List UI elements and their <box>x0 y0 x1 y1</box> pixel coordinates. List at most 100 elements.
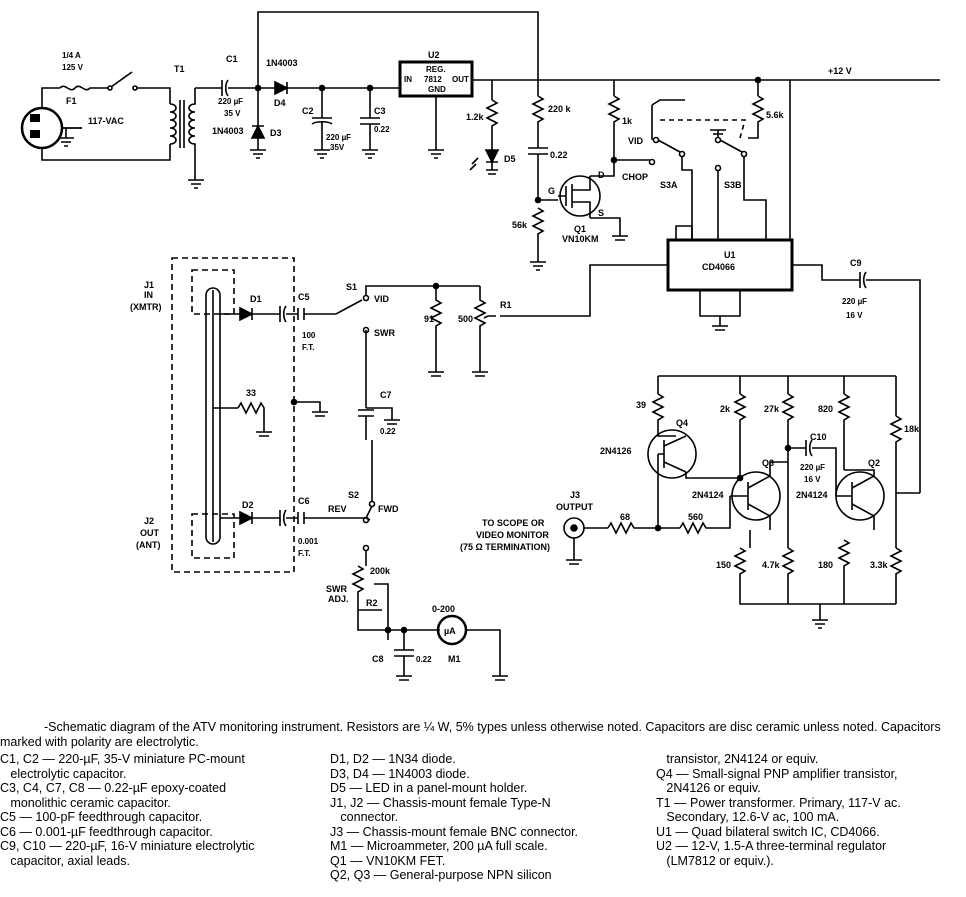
diode-d2 <box>239 510 254 526</box>
led-d5 <box>484 149 500 164</box>
c10-voltage: 16 V <box>804 475 821 484</box>
parts-list-line: Q4 — Small-signal PNP amplifier transist… <box>656 766 898 781</box>
parts-column-3: transistor, 2N4124 or equiv.Q4 — Small-s… <box>656 752 901 868</box>
c1-value: 220 µF <box>218 97 243 106</box>
parts-list-line: C3, C4, C7, C8 — 0.22-µF epoxy-coated <box>0 781 227 795</box>
u1-part: CD4066 <box>702 262 735 272</box>
labels: 1/4 A 125 V F1 117-VAC T1 C1 220 µF 35 V… <box>62 50 920 664</box>
r-1k2-label: 1.2k <box>466 112 485 122</box>
capacitor-c1 <box>221 79 258 97</box>
j2-out: OUT <box>140 528 160 538</box>
q2-part: 2N4124 <box>796 490 828 500</box>
fuse-rating2-label: 125 V <box>62 63 84 72</box>
r2-label: R2 <box>366 598 378 608</box>
c9-voltage: 16 V <box>846 311 863 320</box>
m1-label: M1 <box>448 654 461 664</box>
r-91-label: 91 <box>424 314 434 324</box>
d2-label: D2 <box>242 500 254 510</box>
resistor-39 <box>651 393 676 437</box>
video-amplifier <box>563 375 920 629</box>
resistor-56k <box>531 207 545 262</box>
meter-ua: µA <box>444 626 456 636</box>
parts-list-line: capacitor, axial leads. <box>0 853 130 868</box>
c8-label: C8 <box>372 654 384 664</box>
parts-list-line: (LM7812 or equiv.). <box>656 853 774 868</box>
d3-part: 1N4003 <box>212 126 244 136</box>
c1-label: C1 <box>226 54 238 64</box>
j1-xmtr: (XMTR) <box>130 302 162 312</box>
q3-part: 2N4124 <box>692 490 724 500</box>
parts-list-line: J3 — Chassis-mount female BNC connector. <box>330 824 579 839</box>
resistor-91 <box>429 286 443 372</box>
r-2k-label: 2k <box>720 404 731 414</box>
resistor-1k2 <box>485 99 499 140</box>
r-4k7-label: 4.7k <box>762 560 781 570</box>
capacitor-c7 <box>358 409 374 417</box>
parts-list-line: D5 — LED in a panel-mount holder. <box>330 781 528 795</box>
c7-value: 0.22 <box>380 427 396 436</box>
c2-label: C2 <box>302 106 314 116</box>
d5-label: D5 <box>504 154 516 164</box>
swr-adj2: ADJ. <box>328 594 349 604</box>
j1-in: IN <box>144 290 153 300</box>
r-150-label: 150 <box>716 560 731 570</box>
parts-list-line: C6 — 0.001-µF feedthrough capacitor. <box>0 824 213 839</box>
scope-line1: TO SCOPE OR <box>482 518 545 528</box>
diode-d1 <box>239 306 254 322</box>
resistor-150 <box>733 547 896 605</box>
q3-label: Q3 <box>762 458 774 468</box>
parts-list-line: electrolytic capacitor. <box>0 766 127 781</box>
swr-adj1: SWR <box>326 584 347 594</box>
q1-gate: G <box>548 186 555 196</box>
j2-label: J2 <box>144 516 154 526</box>
t1-label: T1 <box>174 64 185 74</box>
j2-ant: (ANT) <box>136 540 161 550</box>
c5-value: 100 <box>302 331 316 340</box>
parts-list-line: T1 — Power transformer. Primary, 117-V a… <box>656 795 901 810</box>
resistor-3k3 <box>889 547 903 604</box>
potentiometer-r1 <box>473 286 487 372</box>
parts-list-line: U1 — Quad bilateral switch IC, CD4066. <box>656 824 880 839</box>
c3-value: 0.22 <box>374 125 390 134</box>
resistor-220k <box>531 95 545 148</box>
caption-text: -Schematic diagram of the ATV monitoring… <box>0 720 941 749</box>
figure-caption: -Schematic diagram of the ATV monitoring… <box>0 720 966 749</box>
resistor-5k6 <box>748 95 765 139</box>
capacitor-c8 <box>394 649 414 681</box>
s3a-label: S3A <box>660 180 678 190</box>
parts-list-line: C9, C10 — 220-µF, 16-V miniature electro… <box>0 839 255 853</box>
c7-label: C7 <box>380 390 392 400</box>
r-1k-label: 1k <box>622 116 633 126</box>
c1-voltage: 35 V <box>224 109 241 118</box>
u2-part: 7812 <box>424 75 442 84</box>
c6-ft: F.T. <box>298 549 310 558</box>
parts-list-line: C5 — 100-pF feedthrough capacitor. <box>0 810 203 824</box>
j3-output: OUTPUT <box>556 502 594 512</box>
mains-label: 117-VAC <box>88 116 124 126</box>
parts-list-line: Q2, Q3 — General-purpose NPN silicon <box>330 868 552 882</box>
j3-label: J3 <box>570 490 580 500</box>
c2-value: 220 µF <box>326 133 351 142</box>
r-56k-label: 56k <box>512 220 528 230</box>
parts-column-1: C1, C2 — 220-µF, 35-V miniature PC-mount… <box>0 752 255 868</box>
switch-ic-u1 <box>500 80 921 493</box>
resistor-180 <box>837 539 851 604</box>
rf-sampler <box>171 257 508 681</box>
parts-list-line: D3, D4 — 1N4003 diode. <box>330 766 470 781</box>
fwd-label: FWD <box>378 504 399 514</box>
diode-d3 <box>250 124 266 139</box>
u1-label: U1 <box>724 250 736 260</box>
s1-label: S1 <box>346 282 357 292</box>
s2-label: S2 <box>348 490 359 500</box>
q4-part: 2N4126 <box>600 446 632 456</box>
q4-label: Q4 <box>676 418 688 428</box>
fuse <box>41 85 108 108</box>
r-220k-label: 220 k <box>548 104 572 114</box>
resistor-820 <box>837 393 851 470</box>
fuse-rating1-label: 1/4 A <box>62 51 81 60</box>
potentiometer-r2 <box>351 565 382 611</box>
parts-list-line: Secondary, 12.6-V ac, 100 mA. <box>656 810 840 824</box>
meter-range: 0-200 <box>432 604 455 614</box>
r-18k-label: 18k <box>904 424 920 434</box>
resistor-4k7 <box>781 547 795 604</box>
